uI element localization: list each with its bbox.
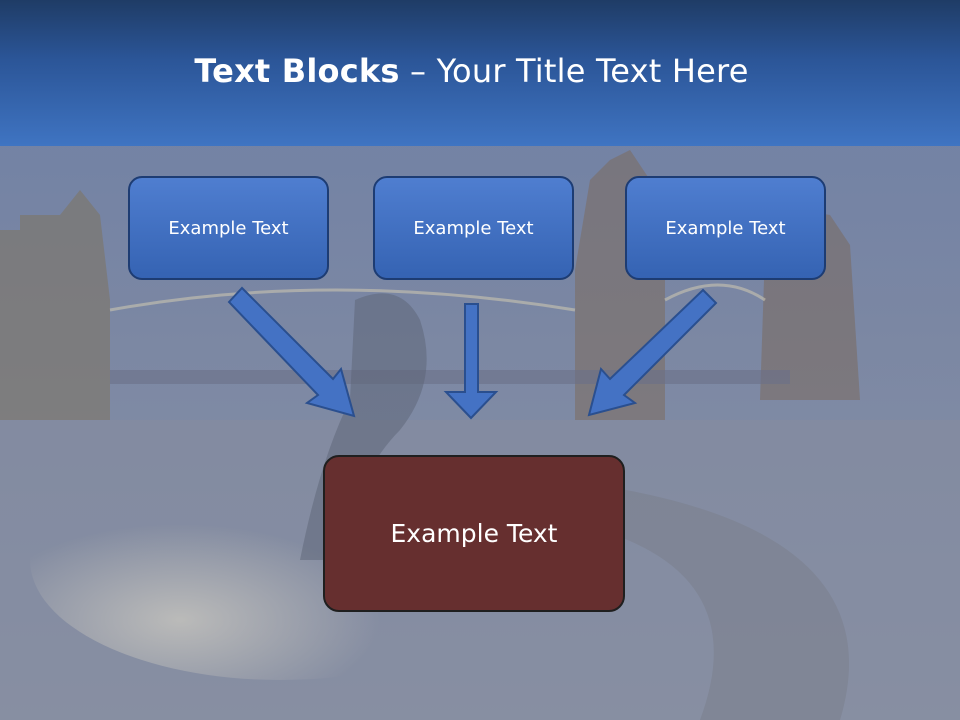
title-bar [0,0,960,146]
slide-title: Text Blocks – Your Title Text Here [0,52,943,90]
text-block-right[interactable]: Example Text [625,176,826,280]
arrow-left [227,286,356,418]
text-block-left[interactable]: Example Text [128,176,329,280]
title-bold: Text Blocks [194,52,400,90]
text-block-center[interactable]: Example Text [373,176,574,280]
title-rest: Your Title Text Here [436,52,749,90]
text-block-main[interactable]: Example Text [323,455,625,612]
title-dash: – [399,52,437,90]
arrow-right [587,288,718,417]
arrow-center [443,303,499,420]
